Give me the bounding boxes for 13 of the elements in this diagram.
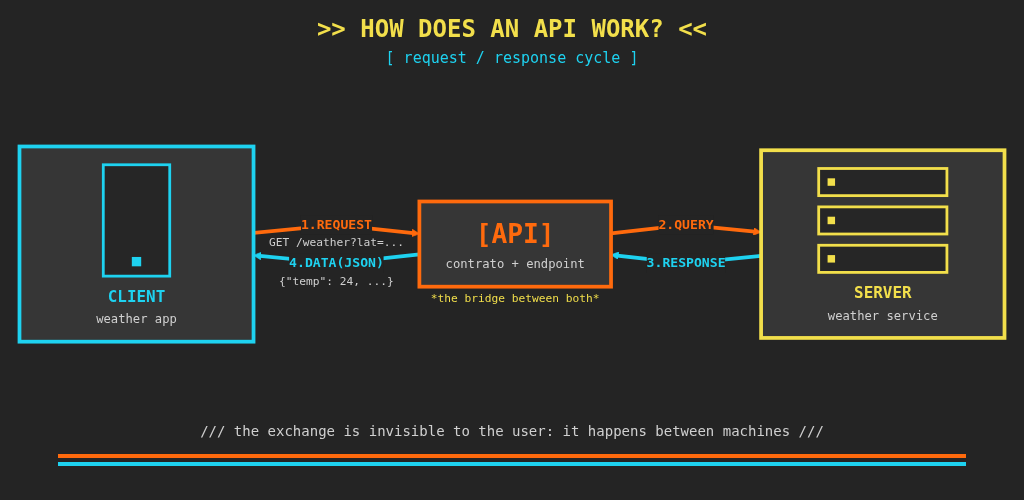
edge-label: 1.REQUEST [300, 216, 372, 232]
caption: /// the exchange is invisible to the user: it happens between machines /// [200, 422, 824, 440]
node-box: [API] contrato + endpoint [417, 199, 613, 289]
node-box: CLIENT weather app [17, 144, 256, 344]
node-box: SERVER weather service [759, 148, 1007, 340]
annotation-text: *the bridge between both* [430, 292, 600, 306]
subtitle: [ request / response cycle ] [385, 48, 639, 68]
title: >> HOW DOES AN API WORK? << [316, 14, 708, 44]
code-snippet: GET /weather?lat=... [268, 236, 404, 250]
edge-label: 3.RESPONSE [646, 255, 726, 271]
code-snippet: {"temp": 24, ...} [279, 274, 394, 288]
edge-label: 4.DATA(JSON) [289, 255, 384, 271]
edge-label: 2.QUERY [658, 216, 714, 232]
